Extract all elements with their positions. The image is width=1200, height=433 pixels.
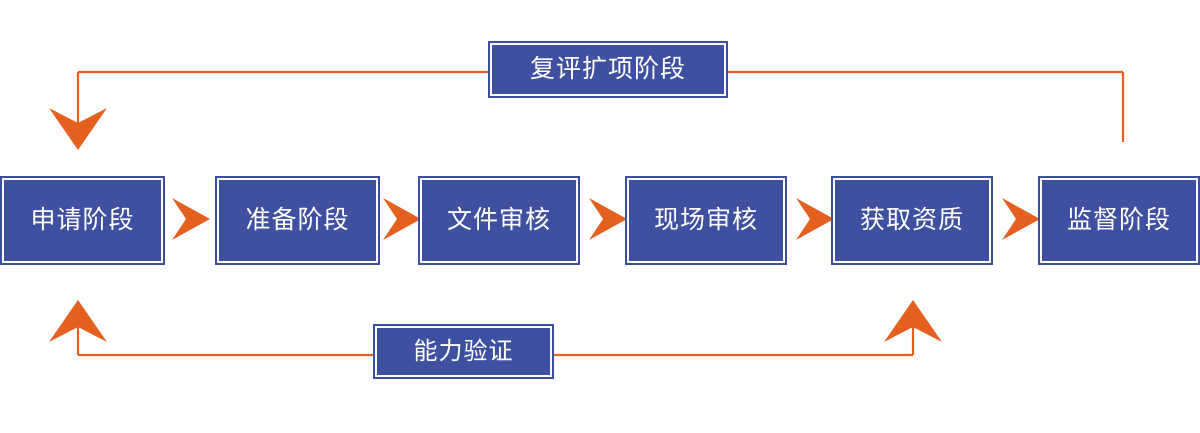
node-application-stage-label: 申请阶段 bbox=[30, 206, 135, 234]
node-onsite-review-label: 现场审核 bbox=[653, 206, 758, 234]
chevron-right-icon-2 bbox=[383, 198, 421, 240]
arrow-down-icon bbox=[49, 108, 107, 150]
node-supervision-stage[interactable]: 监督阶段 bbox=[1038, 176, 1200, 265]
node-capability-verification[interactable]: 能力验证 bbox=[373, 324, 554, 379]
arrow-up-left-icon bbox=[49, 300, 107, 342]
node-onsite-review[interactable]: 现场审核 bbox=[625, 176, 787, 265]
node-review-expansion-label: 复评扩项阶段 bbox=[529, 55, 686, 83]
node-preparation-stage[interactable]: 准备阶段 bbox=[215, 176, 380, 265]
node-capability-verification-label: 能力验证 bbox=[413, 337, 514, 365]
node-preparation-stage-label: 准备阶段 bbox=[245, 206, 350, 234]
node-review-expansion[interactable]: 复评扩项阶段 bbox=[488, 41, 728, 98]
chevron-right-icon-3 bbox=[589, 198, 627, 240]
node-document-review-label: 文件审核 bbox=[446, 206, 551, 234]
node-obtain-qualification-label: 获取资质 bbox=[859, 206, 964, 234]
node-application-stage[interactable]: 申请阶段 bbox=[0, 176, 165, 265]
arrow-up-right-icon bbox=[884, 300, 942, 342]
chevron-right-icon-4 bbox=[796, 198, 834, 240]
node-document-review[interactable]: 文件审核 bbox=[418, 176, 580, 265]
chevron-right-icon-5 bbox=[1002, 198, 1040, 240]
chevron-right-icon-1 bbox=[172, 198, 210, 240]
node-supervision-stage-label: 监督阶段 bbox=[1066, 206, 1171, 234]
node-obtain-qualification[interactable]: 获取资质 bbox=[831, 176, 993, 265]
